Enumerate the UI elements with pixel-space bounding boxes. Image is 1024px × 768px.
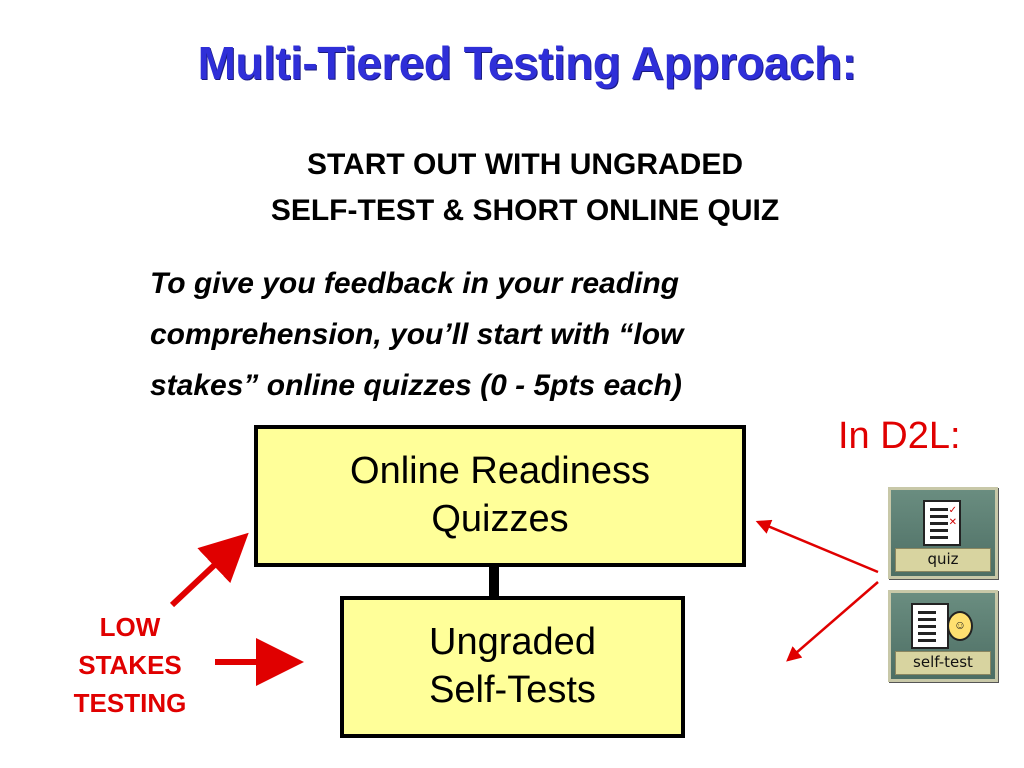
online-readiness-quizzes-box: Online Readiness Quizzes [254,425,746,567]
subtitle-line-2: SELF-TEST & SHORT ONLINE QUIZ [270,194,780,227]
in-d2l-label: In D2L: [838,415,961,457]
box-connector [489,567,499,596]
top-box-line-1: Online Readiness [350,450,650,492]
description-line-1: To give you feedback in your reading [150,267,679,300]
arrow-quiz-icon-to-quizzes [755,519,879,574]
low-stakes-label-line-2: STAKES [78,650,182,680]
quiz-icon-label: quiz [895,548,991,572]
top-box-line-2: Quizzes [431,498,569,540]
subtitle-line-1: START OUT WITH UNGRADED [306,148,744,181]
self-test-icon: ☺ self-test [888,590,998,682]
slide-title: Multi-Tiered Testing Approach: [197,37,857,89]
description-line-3: stakes” online quizzes (0 - 5pts each) [150,369,682,402]
arrow-self-test-icon-to-self-tests [786,581,879,662]
low-stakes-label-line-1: LOW [99,612,161,642]
low-stakes-label-line-3: TESTING [73,688,187,718]
smiley-face-icon: ☺ [947,611,973,641]
cross-mark-icon: ✕ [948,517,957,528]
self-test-paper-icon [911,603,949,649]
bottom-box-line-2: Self-Tests [429,669,596,711]
arrow-low-stakes-to-quizzes [169,532,249,608]
description-line-2: comprehension, you’ll start with “low [150,318,684,351]
quiz-icon: ✓ ✕ quiz [888,487,998,579]
quiz-paper-icon: ✓ ✕ [923,500,961,546]
check-mark-icon: ✓ [948,505,957,516]
ungraded-self-tests-box: Ungraded Self-Tests [340,596,685,738]
self-test-icon-label: self-test [895,651,991,675]
bottom-box-line-1: Ungraded [429,621,596,663]
